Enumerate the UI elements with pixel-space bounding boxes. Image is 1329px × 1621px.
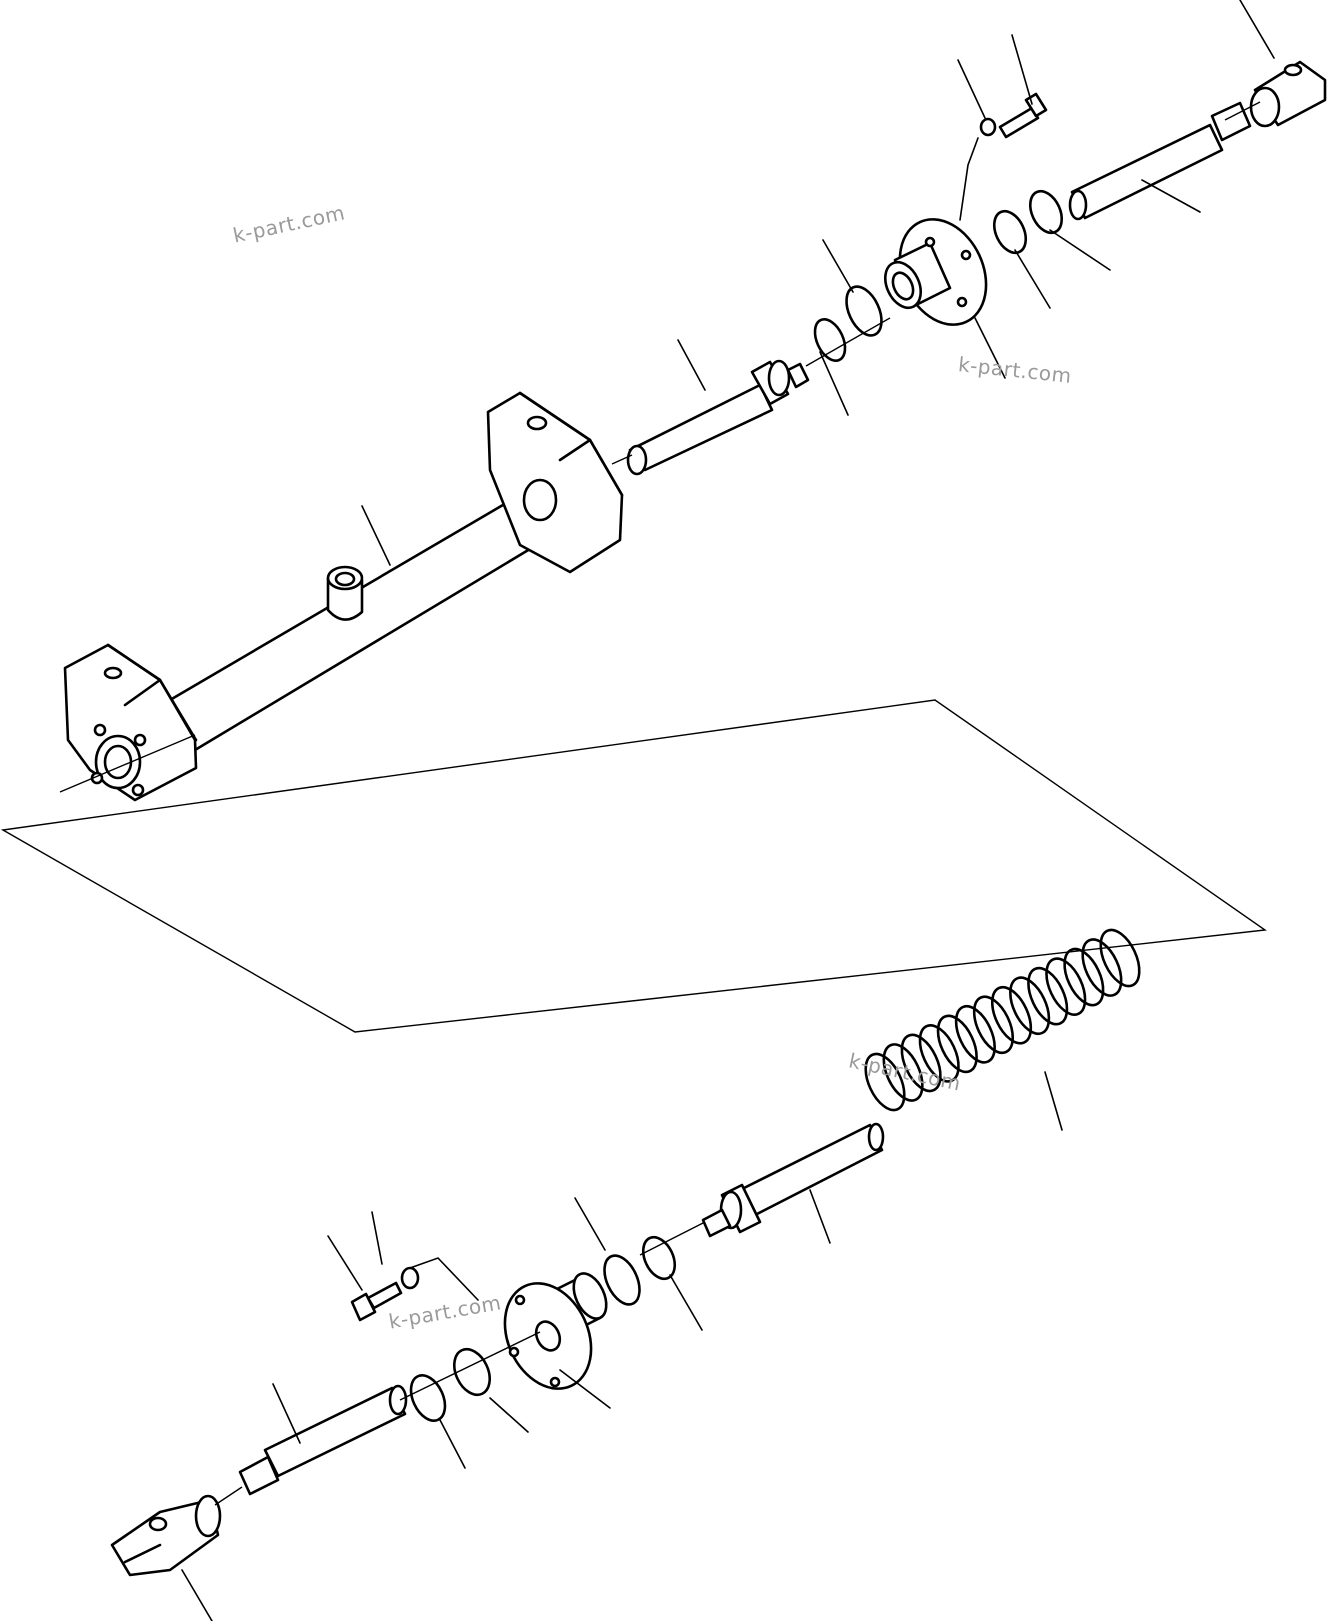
piston-rod [701,1122,885,1238]
washer [400,1266,420,1290]
spring-coil [918,1024,960,1083]
leader-lines [181,0,1275,1621]
spring-coil [936,1014,978,1074]
spring-coil [1063,947,1105,1007]
flange [884,218,988,326]
o-ring [813,318,847,362]
bushing [992,209,1028,255]
o-ring [603,1254,641,1306]
spring-coil [882,1043,924,1102]
spring-coil [900,1033,942,1093]
spring-coil [972,995,1015,1055]
spring-coil [1027,966,1069,1026]
seal [453,1347,491,1397]
piston-rod [626,359,810,476]
flange [503,1272,608,1390]
spring-coil [1081,938,1123,997]
housing [63,391,624,802]
spring-coil [1099,928,1141,988]
bushing [409,1374,447,1422]
screw [350,1281,403,1322]
rod [1068,101,1252,221]
washer [979,117,997,137]
spring-coil [864,1052,906,1112]
spring-coil [1045,957,1087,1016]
assembly-outline [0,699,1267,1033]
spring-coil [990,985,1033,1045]
spring [864,928,1141,1112]
spring-coil [954,1004,996,1064]
o-ring [845,285,883,337]
spring-coil [1009,976,1051,1036]
axis-lines [214,101,1261,1506]
o-ring [641,1235,677,1281]
seal [1028,189,1064,235]
rod [238,1384,408,1496]
clevis [1249,60,1327,128]
screw [998,92,1048,139]
clevis [110,1494,222,1577]
